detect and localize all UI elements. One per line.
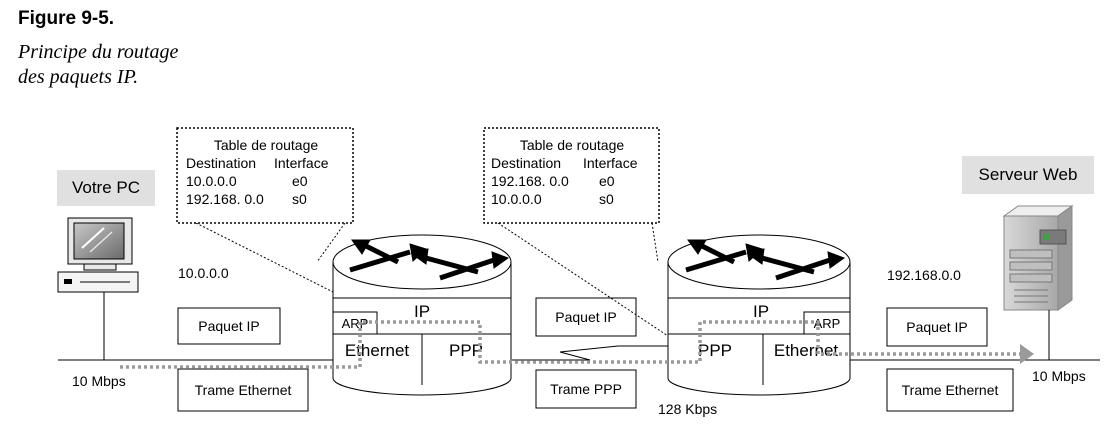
server-group: Serveur Web [962,156,1094,360]
routing-table-1-title: Table de routage [214,137,319,153]
routing-table-2-row-2-interface: s0 [599,191,614,207]
router-2-ethernet-layer: Ethernet [774,341,839,360]
router-2-arrows-icon [685,239,846,281]
router-2-ip-layer: IP [753,302,769,321]
server-label: Serveur Web [979,165,1078,184]
router-2-body [667,262,851,396]
router-1-ip-layer: IP [414,302,430,321]
routing-table-2-title: Table de routage [520,137,625,153]
figure-caption: Principe du routage des paquets IP. [18,40,278,90]
pc-label-bg [57,170,155,206]
routing-table-1-col-destination: Destination [186,155,256,171]
routing-table-1-row-1-destination: 10.0.0.0 [186,173,237,189]
routing-table-1-box [176,127,354,224]
routing-table-2-col-destination: Destination [491,155,561,171]
packet-box-right [886,307,988,347]
left-network-address: 10.0.0.0 [178,265,229,281]
router-1-ppp-layer: PPP [449,341,483,360]
figure-caption-line-2: des paquets IP. [18,66,139,88]
routing-table-2-col-interface: Interface [583,155,638,171]
router-1-ethernet-layer: Ethernet [345,341,410,360]
routing-table-1-row-2-destination: 192.168. 0.0 [186,191,264,207]
frame-label-middle: Trame PPP [550,381,622,397]
router-2-arp-label: ARP [814,316,841,331]
wan-link-speed: 128 Kbps [658,401,717,417]
pc-group: Votre PC [57,170,155,360]
router-1-top [332,234,512,290]
packet-label-left: Paquet IP [198,318,260,334]
frame-label-left: Trame Ethernet [195,382,292,398]
packet-label-right: Paquet IP [906,319,968,335]
routing-table-2-row-1-interface: e0 [599,173,615,189]
routing-table-2: Table de routage Destination Interface 1… [483,127,669,337]
router-1-arp-label: ARP [342,316,369,331]
router-1-body [332,262,512,396]
wan-serial-link [512,345,668,361]
server-tower-icon [1002,205,1074,311]
right-link-speed: 10 Mbps [1032,368,1086,384]
packet-box-middle [535,297,637,337]
right-network-address: 192.168.0.0 [887,267,961,283]
routing-table-1-row-2-interface: s0 [292,191,307,207]
frame-label-right: Trame Ethernet [902,382,999,398]
router-1: IP ARP Ethernet PPP [332,234,512,396]
packet-path-line [120,320,1022,369]
routing-table-1: Table de routage Destination Interface 1… [176,127,354,293]
router-2: IP ARP PPP Ethernet [667,234,851,396]
router-1-arrows-icon [349,239,510,281]
frame-box-right [886,368,1014,412]
left-link-speed: 10 Mbps [72,373,126,389]
router-2-ppp-layer: PPP [698,341,732,360]
routing-table-1-row-1-interface: e0 [292,173,308,189]
figure-title: Figure 9-5. [18,8,115,29]
frame-box-left [177,368,309,412]
server-label-bg [962,156,1094,194]
packet-label-middle: Paquet IP [555,309,617,325]
routing-table-1-col-interface: Interface [274,155,329,171]
routing-table-2-row-2-destination: 10.0.0.0 [491,191,542,207]
routing-table-2-box [483,127,660,224]
figure-caption-line-1: Principe du routage [18,41,179,63]
routing-table-2-row-1-destination: 192.168. 0.0 [491,173,569,189]
pc-icon [57,217,139,293]
packet-box-left [177,307,281,345]
packet-path-arrowhead [1020,344,1034,364]
pc-label: Votre PC [72,178,140,197]
frame-box-middle [535,369,637,409]
